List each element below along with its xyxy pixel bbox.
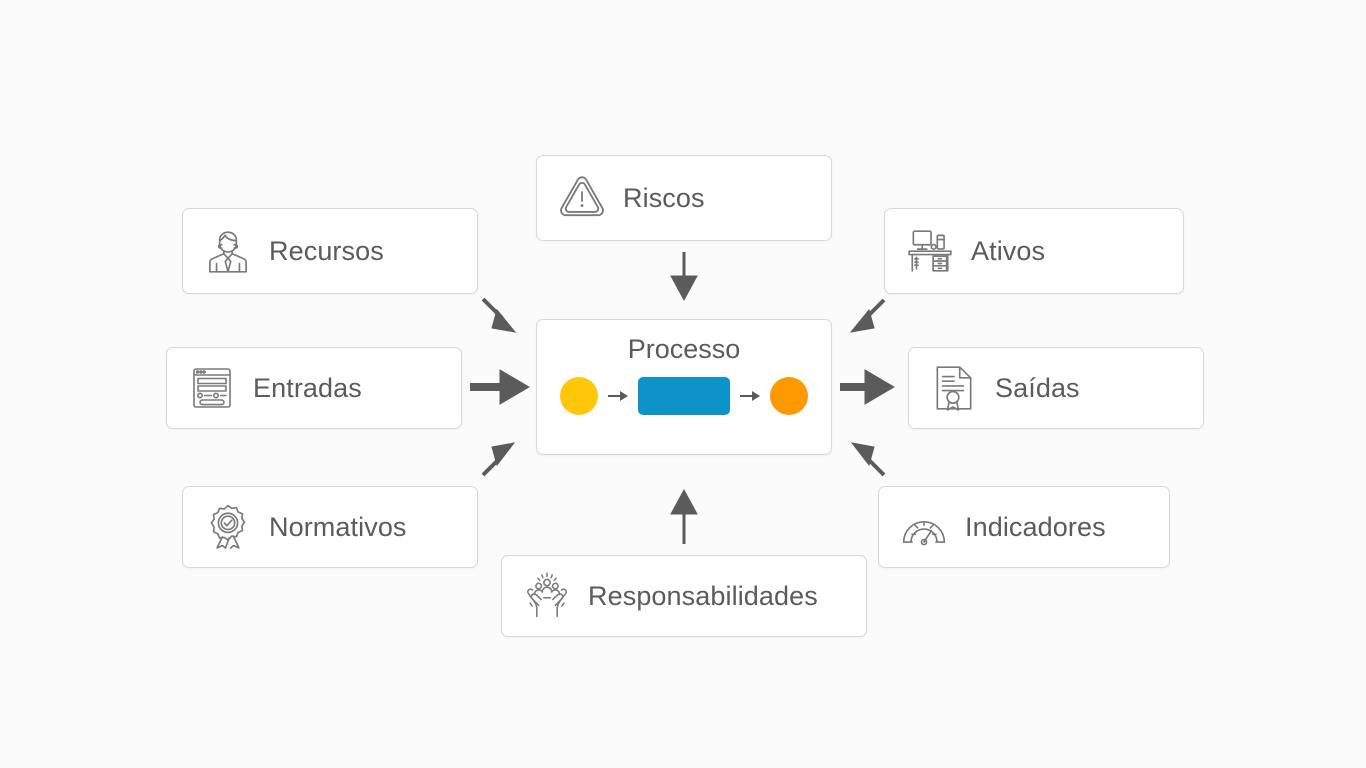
connector-responsabilidades-to-processo [670,488,698,544]
desk-computer-icon [903,224,957,278]
node-responsabilidades[interactable]: Responsabilidades [501,555,867,637]
flow-arrow-2-icon [740,389,760,403]
node-label: Saídas [995,372,1080,403]
connector-recursos-to-processo [481,297,517,333]
warning-triangle-icon [555,171,609,225]
business-person-icon [201,224,255,278]
node-label: Indicadores [965,511,1106,542]
connector-riscos-to-processo [670,252,698,302]
connector-indicadores-to-processo [850,442,886,477]
node-recursos[interactable]: Recursos [182,208,478,294]
certificate-document-icon [927,361,981,415]
connector-processo-to-saidas [840,369,895,405]
node-entradas[interactable]: Entradas [166,347,462,429]
flow-activity-bar [638,377,730,415]
process-flow-graphic [560,377,808,415]
node-processo[interactable]: Processo [536,319,832,455]
connector-entradas-to-processo [470,369,530,405]
connector-normativos-to-processo [481,442,516,477]
node-label: Riscos [623,182,705,213]
node-indicadores[interactable]: Indicadores [878,486,1170,568]
gauge-icon [897,500,951,554]
node-label: Entradas [253,372,362,403]
node-normativos[interactable]: Normativos [182,486,478,568]
node-label: Recursos [269,235,384,266]
node-ativos[interactable]: Ativos [884,208,1184,294]
connector-ativos-to-processo [849,298,886,333]
node-riscos[interactable]: Riscos [536,155,832,241]
hands-holding-people-icon [520,569,574,623]
form-window-icon [185,361,239,415]
flow-end-circle [770,377,808,415]
node-label: Normativos [269,511,407,542]
process-title: Processo [627,334,741,364]
flow-start-circle [560,377,598,415]
flow-arrow-1-icon [608,389,628,403]
certified-badge-icon [201,500,255,554]
node-saidas[interactable]: Saídas [908,347,1204,429]
node-label: Responsabilidades [588,580,818,611]
node-label: Ativos [971,235,1046,266]
